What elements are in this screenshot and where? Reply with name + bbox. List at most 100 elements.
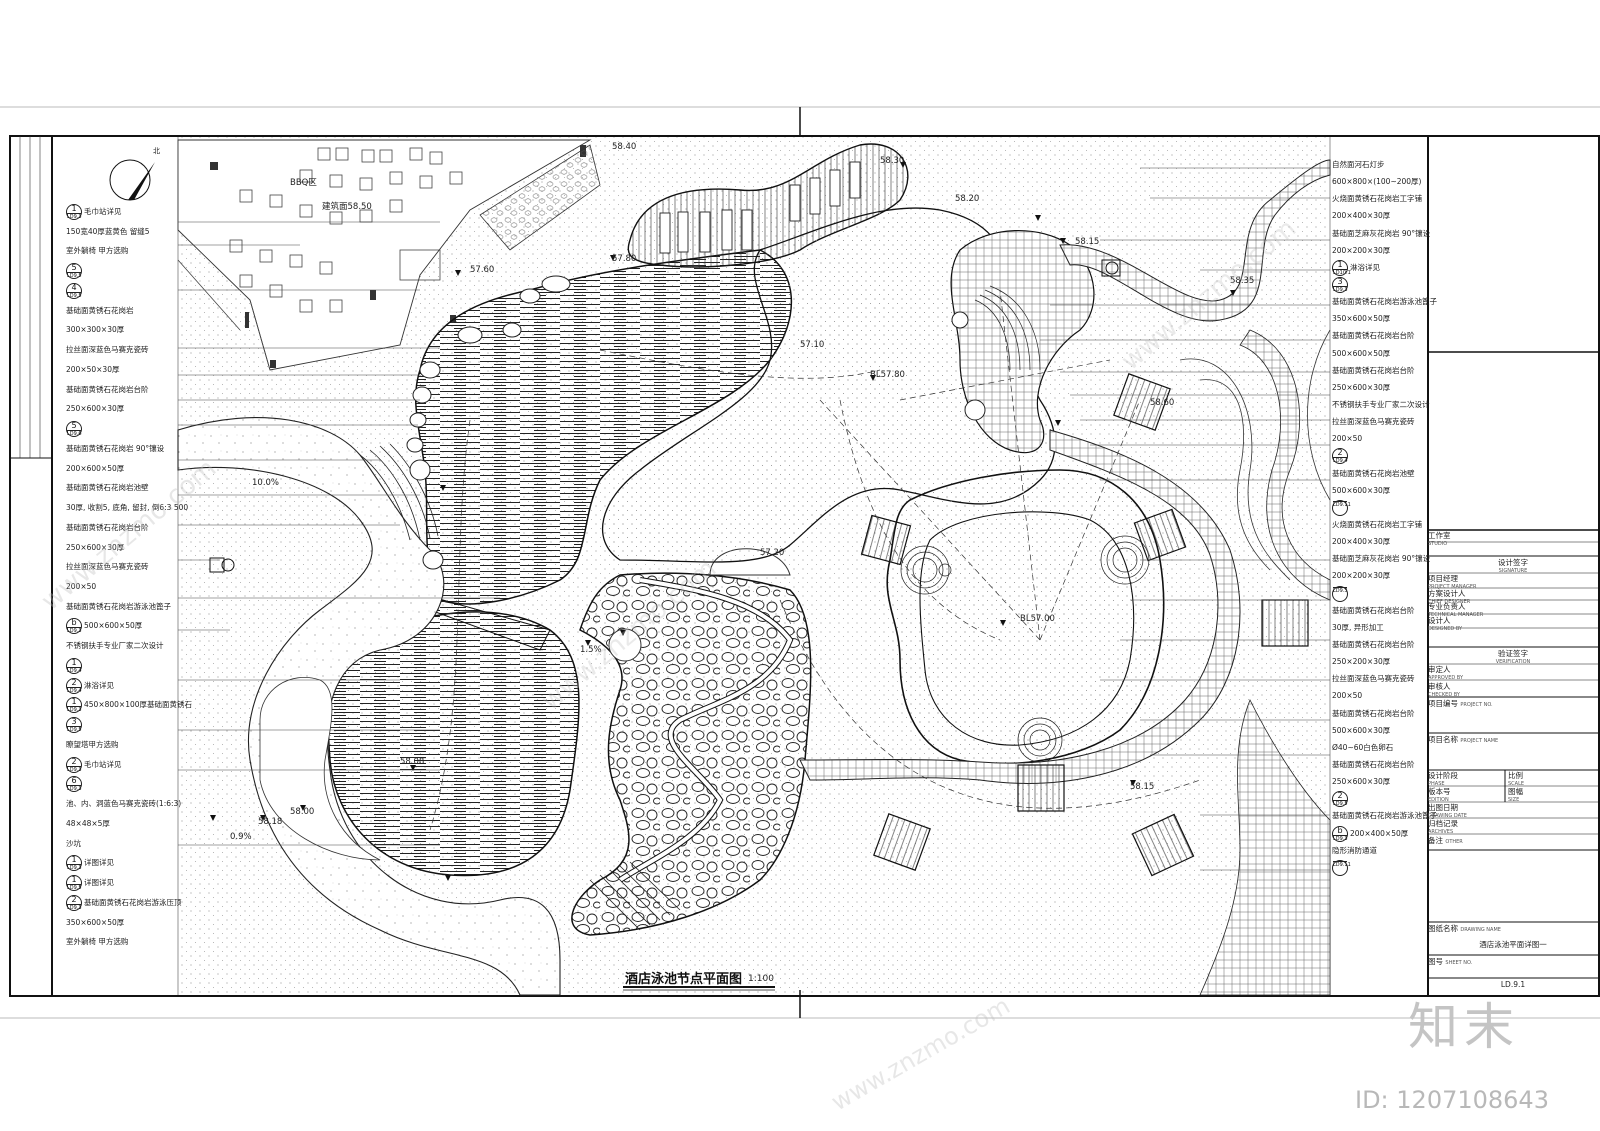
- left-note-text: 拉丝面深蓝色马赛克瓷砖: [66, 345, 149, 354]
- right-note: 基础面黄锈石花岗岩台阶: [1332, 331, 1428, 348]
- right-note-text: 基础面黄锈石花岗岩台阶: [1332, 760, 1415, 769]
- left-note: 池、内、洞蓝色马赛克瓷砖(1:6:3): [66, 799, 181, 819]
- right-note-text: 200×200×30厚: [1332, 246, 1391, 255]
- left-note: 150宽40厚蓝黄色 留缝5: [66, 227, 178, 247]
- right-note: 200×400×30厚: [1332, 537, 1428, 554]
- right-note: LD9.11: [1332, 860, 1428, 880]
- left-note-text: 250×600×30厚: [66, 543, 125, 552]
- right-note-text: 200×50: [1332, 434, 1363, 443]
- left-note: 拉丝面深蓝色马赛克瓷砖: [66, 562, 178, 582]
- right-note-text: 基础面黄锈石花岗岩池壁: [1332, 469, 1415, 478]
- right-note-text: 基础面黄锈石花岗岩游泳池篦子: [1332, 811, 1437, 820]
- left-note: 300×300×30厚: [66, 325, 178, 345]
- plan-label-elev: 57.10: [800, 340, 825, 350]
- left-note-text: 室外躺椅 甲方选购: [66, 937, 129, 946]
- right-note-text: 500×600×30厚: [1332, 726, 1391, 735]
- right-note-text: 自然面河石灯步: [1332, 160, 1385, 169]
- right-note: 基础面黄锈石花岗岩游泳池篦子: [1332, 811, 1437, 828]
- right-note-text: 350×600×50厚: [1332, 314, 1391, 323]
- right-note: 基础面黄锈石花岗岩池壁: [1332, 469, 1428, 486]
- right-note: 基础面黄锈石花岗岩台阶: [1332, 606, 1428, 623]
- right-note-text: 基础面黄锈石花岗岩台阶: [1332, 366, 1415, 375]
- right-note-text: 不锈钢扶手专业厂家二次设计: [1332, 400, 1430, 409]
- plan-label-slope: 1.5%: [580, 645, 602, 655]
- left-note: 250×600×30厚: [66, 404, 178, 424]
- left-note-text: 详图详见: [84, 858, 114, 867]
- right-note-text: 隐形消防通道: [1332, 846, 1377, 855]
- right-note-text: 基础面芝麻灰花岗岩 90°镶设: [1332, 554, 1431, 563]
- detail-callout-icon: LD9.11: [1332, 860, 1351, 876]
- left-note: 250×600×30厚: [66, 543, 178, 563]
- plan-label-elev: 57.60: [470, 265, 495, 275]
- left-note-text: 200×50×30厚: [66, 365, 120, 374]
- right-note-text: 淋浴详见: [1350, 263, 1380, 272]
- left-note: 室外躺椅 甲方选购: [66, 937, 178, 957]
- right-note: 拉丝面深蓝色马赛克瓷砖: [1332, 674, 1428, 691]
- plan-label-elev: 58.00: [290, 807, 315, 817]
- north-arrow-icon: [109, 159, 155, 201]
- plan-label-elev: 58.15: [1130, 782, 1155, 792]
- left-note: 30厚, 收割5, 底角, 留封, 倒6:3 500: [66, 503, 188, 523]
- tb-sheet-no-label: 图号 SHEET NO.: [1428, 957, 1473, 966]
- left-note-text: 基础面黄锈石花岗岩游泳压顶: [84, 898, 182, 907]
- left-note: 基础面黄锈石花岗岩台阶: [66, 523, 178, 543]
- right-note: Ø40~60白色卵石: [1332, 743, 1428, 760]
- left-note: 48×48×5厚: [66, 819, 178, 839]
- tb-other: 备注 OTHER: [1428, 836, 1463, 845]
- right-note-text: 200×200×30厚: [1332, 571, 1391, 580]
- plan-label-elev: 57.80: [612, 254, 637, 264]
- right-note: 基础面黄锈石花岗岩游泳池篦子: [1332, 297, 1437, 314]
- left-note-text: 拉丝面深蓝色马赛克瓷砖: [66, 562, 149, 571]
- left-note-text: 基础面黄锈石花岗岩游泳池篦子: [66, 602, 171, 611]
- watermark-id: ID: 1207108643: [1355, 1086, 1549, 1114]
- right-note: LD9.3: [1332, 586, 1428, 606]
- left-note-text: 沙坑: [66, 839, 81, 848]
- right-note: 基础面黄锈石花岗岩台阶: [1332, 640, 1428, 657]
- tb-drawing-name: 酒店泳池平面详图一: [1479, 940, 1547, 949]
- plan-label-slope: 10.0%: [252, 478, 280, 488]
- right-note: 自然面河石灯步: [1332, 160, 1428, 177]
- right-note: 基础面芝麻灰花岗岩 90°镶设: [1332, 554, 1431, 571]
- right-note-text: 200×50: [1332, 691, 1363, 700]
- right-note-text: 基础面黄锈石花岗岩台阶: [1332, 709, 1415, 718]
- left-note-text: 基础面黄锈石花岗岩台阶: [66, 385, 149, 394]
- right-note: 不锈钢扶手专业厂家二次设计: [1332, 400, 1430, 417]
- left-note-text: 350×600×50厚: [66, 918, 125, 927]
- right-note: 基础面黄锈石花岗岩台阶: [1332, 709, 1428, 726]
- left-note-text: 瞭望塔甲方选购: [66, 740, 119, 749]
- plan-label-elev: 58.08: [400, 757, 425, 767]
- right-note: 200×400×30厚: [1332, 211, 1428, 228]
- detail-callout-icon: LD9.3: [1332, 586, 1348, 602]
- detail-callout-icon: LD9.11: [1332, 500, 1351, 516]
- right-note: 250×600×30厚: [1332, 777, 1428, 794]
- right-note: 200×50: [1332, 434, 1428, 451]
- right-note: 600×800×(100~200厚): [1332, 177, 1428, 194]
- tb-sheet-no: LD.9.1: [1500, 980, 1526, 989]
- left-note-text: 淋浴详见: [84, 681, 114, 690]
- tb-drawing-name-label: 图纸名称 DRAWING NAME: [1428, 924, 1501, 933]
- left-note: 基础面黄锈石花岗岩台阶: [66, 385, 178, 405]
